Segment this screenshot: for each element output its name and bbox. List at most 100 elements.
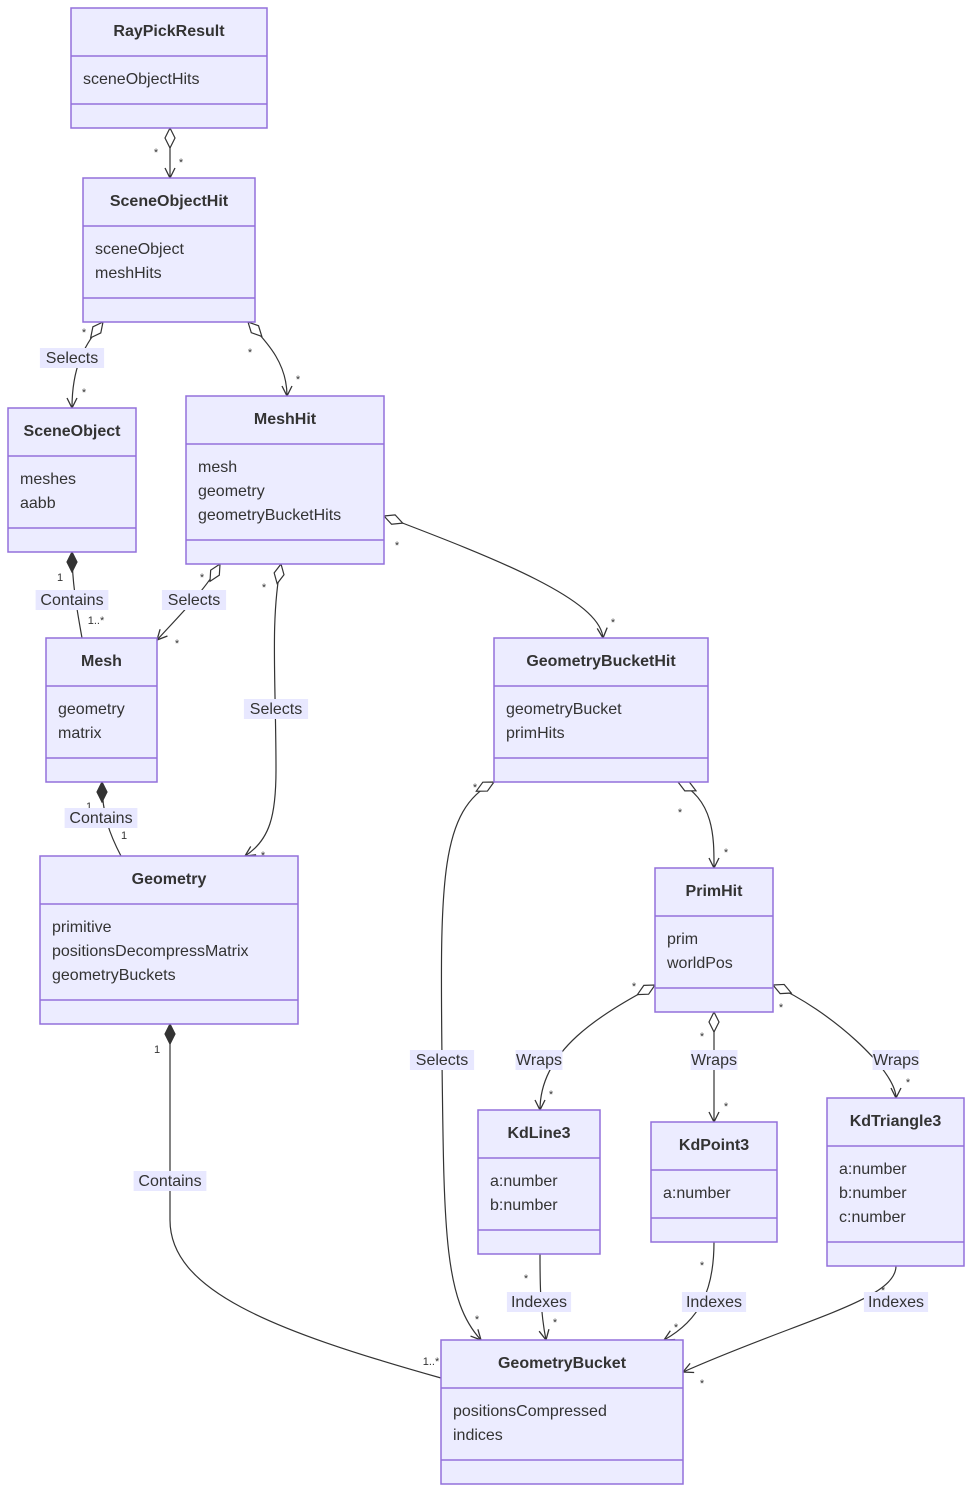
relation-label-text: Selects — [168, 592, 220, 609]
class-attribute: geometry — [198, 483, 265, 500]
class-name: SceneObjectHit — [110, 193, 229, 210]
from-cardinality: * — [700, 1031, 705, 1043]
class-name: SceneObject — [24, 423, 122, 440]
class-SceneObject: SceneObject meshes aabb — [7, 407, 137, 553]
from-cardinality: * — [473, 782, 478, 794]
class-box — [650, 1121, 778, 1243]
class-attribute: indices — [453, 1427, 503, 1444]
relation-label-bg — [409, 1050, 475, 1070]
class-attribute: geometryBuckets — [52, 967, 176, 984]
class-attribute: positionsCompressed — [453, 1403, 607, 1420]
from-cardinality: 1 — [57, 572, 63, 584]
to-cardinality: * — [611, 617, 616, 629]
relation-label: Selects — [243, 699, 309, 719]
relation-MeshHit-Geometry — [245, 564, 281, 856]
from-cardinality: * — [700, 1260, 705, 1272]
to-cardinality: * — [549, 1089, 554, 1101]
relation-line — [773, 985, 896, 1098]
relation-label-text: Selects — [416, 1052, 468, 1069]
from-cardinality: 1 — [154, 1044, 160, 1056]
relation-label-text: Contains — [69, 810, 132, 827]
relation-line — [384, 516, 603, 638]
relation-label-text: Indexes — [511, 1294, 567, 1311]
to-cardinality: * — [175, 638, 180, 650]
class-attribute: primHits — [506, 725, 565, 742]
class-name: KdLine3 — [507, 1125, 570, 1142]
from-cardinality: * — [678, 807, 683, 819]
relation-PrimHit-KdTriangle3 — [773, 985, 896, 1098]
class-name: KdPoint3 — [679, 1137, 749, 1154]
class-name: MeshHit — [254, 411, 317, 428]
class-name: Mesh — [81, 653, 122, 670]
relation-line — [683, 1265, 897, 1372]
class-attribute: b:number — [490, 1197, 558, 1214]
class-name: GeometryBucket — [498, 1355, 627, 1372]
relation-line — [248, 322, 287, 396]
class-attribute: aabb — [20, 495, 56, 512]
relation-line — [678, 782, 714, 868]
class-attribute: prim — [667, 931, 698, 948]
class-box — [70, 7, 268, 129]
relation-label: Wraps — [872, 1050, 920, 1070]
class-attribute: meshHits — [95, 265, 162, 282]
relation-label: Selects — [161, 590, 227, 610]
class-attribute: a:number — [663, 1185, 731, 1202]
relation-label-text: Contains — [138, 1173, 201, 1190]
relation-label-bg — [133, 1171, 207, 1191]
class-name: RayPickResult — [113, 23, 225, 40]
class-attribute: geometryBucket — [506, 701, 622, 718]
relation-KdTriangle3-GeometryBucket — [683, 1265, 897, 1372]
relation-label: Selects — [39, 348, 105, 368]
class-attribute: matrix — [58, 725, 102, 742]
class-attribute: positionsDecompressMatrix — [52, 943, 249, 960]
relation-label-text: Contains — [40, 592, 103, 609]
relation-labels-layer: * * * * Selects * * 1 1..* Contains * * Selects * * Sel… — [35, 147, 929, 1390]
relation-label-text: Wraps — [691, 1052, 737, 1069]
relation-line — [540, 985, 655, 1110]
relation-label-bg — [681, 1292, 747, 1312]
relation-KdPoint3-GeometryBucket — [664, 1241, 715, 1340]
class-SceneObjectHit: SceneObjectHit sceneObject meshHits — [82, 177, 256, 323]
class-attribute: sceneObjectHits — [83, 71, 200, 88]
relation-label: Contains — [64, 808, 138, 828]
class-GeometryBucketHit: GeometryBucketHit geometryBucket primHits — [493, 637, 709, 783]
relation-label: Indexes — [506, 1292, 572, 1312]
from-cardinality: * — [262, 582, 267, 594]
relation-label: Wraps — [515, 1050, 563, 1070]
class-attribute: b:number — [839, 1185, 907, 1202]
relation-GeometryBucketHit-PrimHit — [678, 782, 714, 868]
relation-label-bg — [690, 1050, 738, 1070]
relation-label-text: Indexes — [686, 1294, 742, 1311]
relation-MeshHit-GeometryBucketHit — [384, 516, 603, 638]
relation-line — [664, 1241, 715, 1340]
relation-label: Contains — [35, 590, 109, 610]
from-cardinality: * — [779, 1002, 784, 1014]
class-name: PrimHit — [686, 883, 744, 900]
to-cardinality: 1..* — [88, 615, 105, 627]
class-name: GeometryBucketHit — [526, 653, 676, 670]
class-attribute: meshes — [20, 471, 76, 488]
to-cardinality: * — [296, 374, 301, 386]
class-PrimHit: PrimHit prim worldPos — [654, 867, 774, 1013]
class-attribute: mesh — [198, 459, 237, 476]
class-RayPickResult: RayPickResult sceneObjectHits — [70, 7, 268, 129]
class-GeometryBucket: GeometryBucket positionsCompressed indices — [440, 1339, 684, 1485]
class-attribute: primitive — [52, 919, 112, 936]
relation-label-bg — [506, 1292, 572, 1312]
class-attribute: geometry — [58, 701, 125, 718]
relation-label: Indexes — [681, 1292, 747, 1312]
class-name: Geometry — [132, 871, 207, 888]
relation-PrimHit-KdLine3 — [540, 985, 655, 1110]
class-name: KdTriangle3 — [850, 1113, 942, 1130]
from-cardinality: * — [82, 327, 87, 339]
class-attribute: sceneObject — [95, 241, 184, 258]
to-cardinality: * — [261, 850, 266, 862]
relation-label-bg — [863, 1292, 929, 1312]
from-cardinality: * — [395, 540, 400, 552]
to-cardinality: * — [724, 1101, 729, 1113]
from-cardinality: * — [632, 981, 637, 993]
class-box — [826, 1097, 965, 1267]
to-cardinality: * — [553, 1317, 558, 1329]
class-attribute: worldPos — [666, 955, 733, 972]
